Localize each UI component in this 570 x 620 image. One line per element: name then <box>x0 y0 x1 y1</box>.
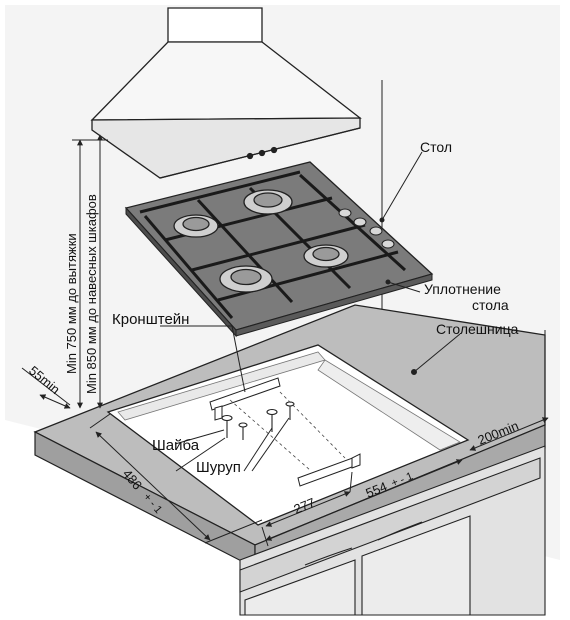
dim-55min <box>21 367 71 409</box>
control-knobs <box>338 208 395 249</box>
label-uplotnenie-line2: стола <box>472 297 509 313</box>
hob-right-edge <box>235 273 433 337</box>
dim-486 <box>89 413 263 544</box>
hob-burners <box>173 189 349 293</box>
screws <box>221 401 295 440</box>
burner-front-left <box>219 265 273 293</box>
burner-rear-right <box>243 189 293 215</box>
label-min850: Min 850 мм до навесных шкафов <box>84 194 99 394</box>
label-shaiba: Шайба <box>152 437 200 454</box>
leader-lines <box>160 151 461 472</box>
dim-200min <box>469 330 549 610</box>
burner-rear-left <box>173 214 219 238</box>
range-hood <box>90 7 362 179</box>
label-stol: Стол <box>420 139 452 155</box>
label-kronshtein: Кронштейн <box>112 311 189 328</box>
dim-277 <box>265 471 353 527</box>
label-shurup: Шуруп <box>196 459 241 476</box>
label-min750: Min 750 мм до вытяжки <box>64 233 79 374</box>
label-uplotnenie-line1: Уплотнение <box>424 281 501 297</box>
height-dimension <box>72 134 108 409</box>
label-stoleshnitsa: Столешница <box>436 321 519 337</box>
burner-front-right <box>303 244 349 268</box>
